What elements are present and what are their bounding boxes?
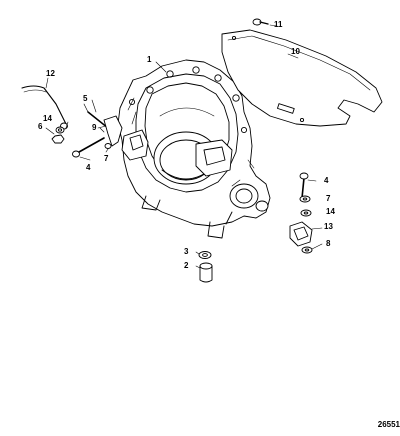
callout-5: 5 xyxy=(83,94,88,103)
flywheel-housing xyxy=(117,59,271,239)
left-hardware xyxy=(51,103,123,161)
callout-2: 2 xyxy=(184,261,189,270)
callout-7-right: 7 xyxy=(326,194,331,203)
callout-12: 12 xyxy=(46,69,55,78)
callout-10: 10 xyxy=(291,47,300,56)
callout-3: 3 xyxy=(184,247,189,256)
callout-14-left: 14 xyxy=(43,114,52,123)
figure-id: 26551 xyxy=(377,420,400,429)
callout-8: 8 xyxy=(326,239,331,248)
callout-11: 11 xyxy=(274,20,283,29)
callout-4-left: 4 xyxy=(86,163,91,172)
callout-9: 9 xyxy=(92,123,97,132)
lower-parts xyxy=(195,251,213,283)
leader-lines xyxy=(45,53,299,135)
callout-6: 6 xyxy=(38,122,43,131)
callout-13: 13 xyxy=(324,222,333,231)
screw-part-11 xyxy=(252,18,278,27)
callout-1: 1 xyxy=(147,55,152,64)
callout-7-left: 7 xyxy=(104,154,109,163)
callout-14-right: 14 xyxy=(326,207,335,216)
callout-4-right: 4 xyxy=(324,176,329,185)
right-hardware xyxy=(289,172,323,254)
cover-plate xyxy=(221,29,383,127)
